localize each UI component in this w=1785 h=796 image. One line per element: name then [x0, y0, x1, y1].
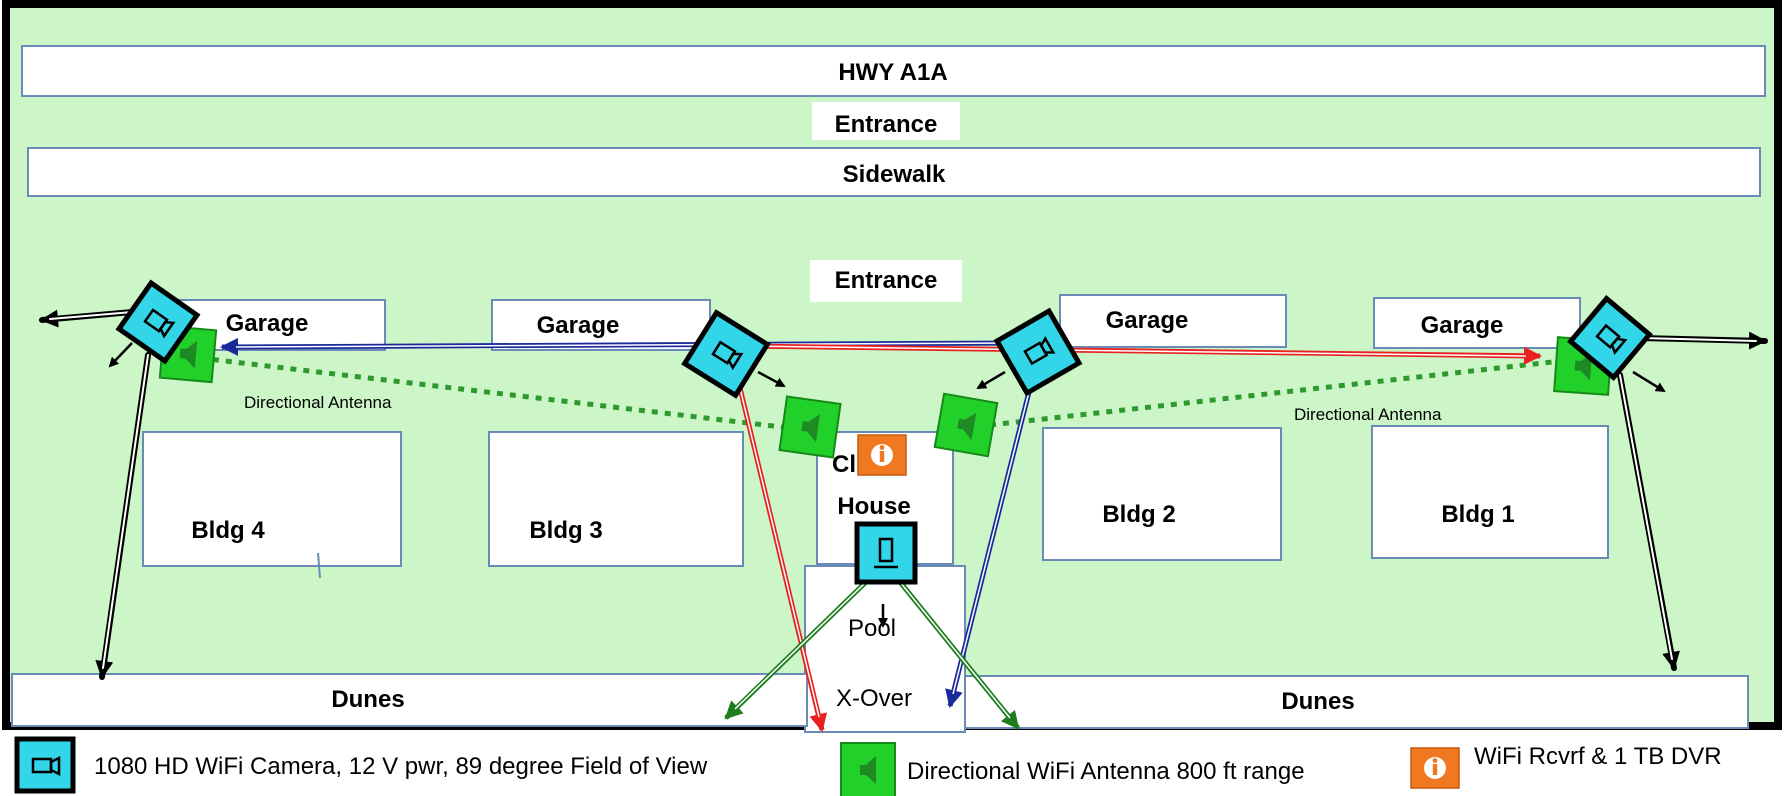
clubhouse-label-bottom: House: [837, 493, 910, 520]
antenna-link-right-label: Directional Antenna: [1294, 405, 1442, 424]
sidewalk-strip: [27, 147, 1761, 197]
building-2: [1042, 427, 1282, 561]
dunes-right: [964, 675, 1749, 729]
antenna-link-right: [989, 357, 1571, 428]
camera-bldg1: [1567, 295, 1653, 381]
clubhouse-label-top: Cl: [832, 451, 856, 478]
green-links: [724, 580, 1020, 730]
antenna-clubhouse-left: [778, 395, 842, 459]
camera-bldg2: [993, 307, 1083, 397]
garage-3-label: Garage: [537, 312, 620, 339]
building-1: [1371, 425, 1609, 559]
xover-label: X-Over: [836, 685, 912, 712]
view-arrow-bldg1-down-inner: [1619, 374, 1673, 660]
camera-view-arrows: [39, 309, 1768, 680]
legend-camera-icon: [14, 736, 76, 794]
building-4-mark: [317, 552, 321, 579]
view-arrow-bldg4-down-inner: [102, 354, 149, 669]
antenna-link-left: [199, 355, 791, 431]
camera-bldg3: [681, 309, 771, 399]
building-3-label: Bldg 3: [529, 517, 602, 544]
legend: 1080 HD WiFi Camera, 12 V pwr, 89 degree…: [14, 736, 1722, 796]
pointer-arrow-bldg4: [108, 342, 133, 368]
red-link-to-xover-inner: [739, 387, 820, 718]
building-3: [488, 431, 744, 567]
legend-dvr-icon: [1410, 747, 1460, 789]
entrance-mid-box: [810, 260, 962, 302]
dunes-left: [11, 673, 808, 727]
green-link-right-inner: [899, 581, 1011, 719]
blue-links: [220, 337, 1035, 708]
garage-2: [1059, 294, 1287, 348]
garage-3: [491, 299, 711, 351]
legend-antenna-text: Directional WiFi Antenna 800 ft range: [907, 758, 1305, 785]
blue-link-to-xover-inner: [952, 379, 1033, 695]
view-arrow-bldg1-right-inner: [1639, 337, 1757, 342]
pointer-arrow-bldg3: [757, 370, 786, 388]
garage-1-label: Garage: [1421, 312, 1504, 339]
sidewalk-label: Sidewalk: [843, 161, 946, 188]
garage-4-label: Garage: [226, 310, 309, 337]
pool-label: Pool: [848, 615, 896, 642]
entrance-mid-label: Entrance: [835, 267, 938, 294]
entrance-top-label: Entrance: [835, 111, 938, 138]
legend-dvr-text: WiFi Rcvrf & 1 TB DVR: [1474, 743, 1722, 770]
legend-antenna-icon: [840, 742, 896, 796]
dunes-right-label: Dunes: [1281, 688, 1354, 715]
building-4-label: Bldg 4: [191, 517, 265, 544]
view-arrow-bldg4-left-inner: [49, 311, 133, 320]
building-2-label: Bldg 2: [1102, 501, 1175, 528]
pointer-arrow-bldg1: [1632, 370, 1666, 393]
antenna-link-left-label: Directional Antenna: [244, 393, 392, 412]
camera-pointer-arrows: [108, 342, 1666, 628]
highway-label: HWY A1A: [838, 59, 947, 86]
legend-camera-text: 1080 HD WiFi Camera, 12 V pwr, 89 degree…: [94, 753, 708, 780]
blue-link-to-bldg4-inner: [235, 342, 1019, 348]
garage-4: [174, 299, 386, 351]
antenna-clubhouse-right: [933, 392, 999, 458]
garage-2-label: Garage: [1106, 307, 1189, 334]
pointer-arrow-bldg2: [976, 370, 1006, 390]
green-link-left-inner: [734, 581, 867, 710]
dunes-left-label: Dunes: [331, 686, 404, 713]
red-link-to-bldg1-inner: [739, 345, 1527, 357]
building-1-label: Bldg 1: [1441, 501, 1514, 528]
garage-1: [1373, 297, 1581, 349]
building-4: [142, 431, 402, 567]
dvr-receiver-icon: [857, 434, 907, 476]
entrance-top-box: [812, 102, 960, 140]
highway-strip: [21, 45, 1766, 97]
red-links: [737, 343, 1542, 732]
camera-bldg4: [115, 279, 201, 365]
camera-clubhouse: [854, 521, 918, 585]
